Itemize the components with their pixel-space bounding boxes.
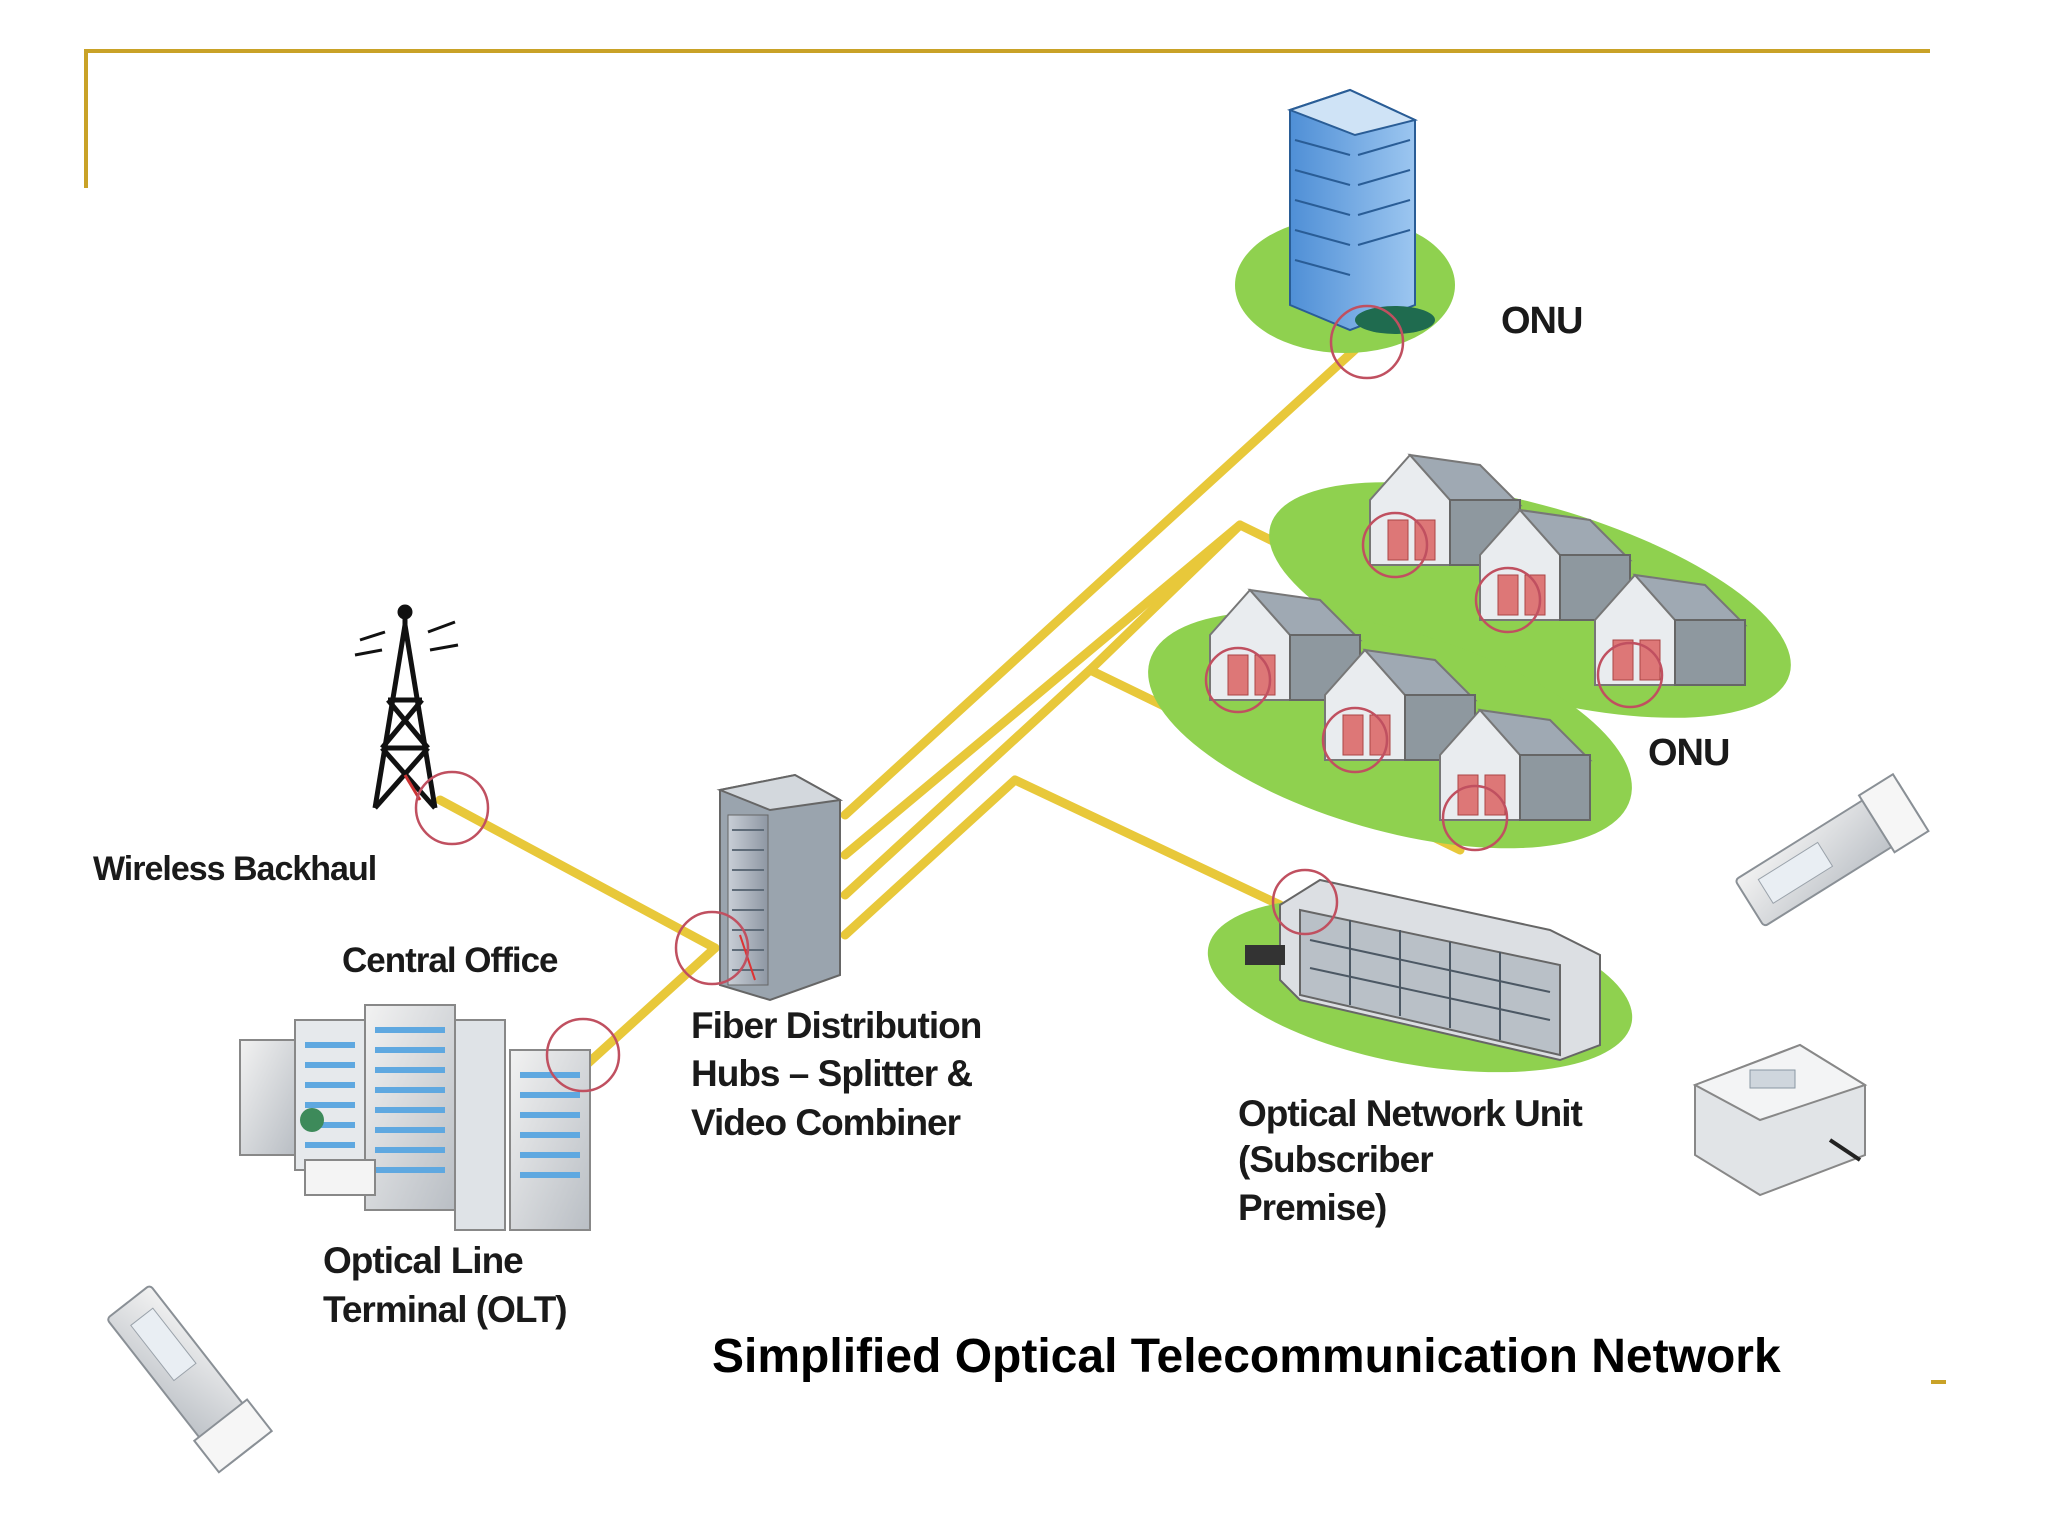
fiber-olt-hub — [570, 943, 720, 1080]
label-hub-line3: Video Combiner — [691, 1102, 961, 1143]
label-onu-unit-line1: Optical Network Unit — [1238, 1093, 1583, 1134]
fiber-lines — [435, 340, 1605, 1080]
label-olt-line2: Terminal (OLT) — [323, 1289, 567, 1330]
apartment-icon — [1207, 878, 1633, 1073]
label-onu-unit-line2: (Subscriber — [1238, 1139, 1433, 1180]
central-office-icon — [239, 1004, 591, 1231]
label-hub-line2: Hubs – Splitter & — [691, 1053, 972, 1094]
fiber-hub-apartment — [840, 775, 1285, 940]
cell-tower-icon — [354, 604, 459, 810]
sfp-transceiver-icon — [107, 1285, 274, 1474]
office-building-icon — [1235, 88, 1455, 353]
slide-frame — [84, 49, 1946, 1384]
distribution-hub-icon — [716, 773, 844, 1002]
house-icon — [1594, 573, 1748, 686]
sfp-transceiver-icon — [1735, 772, 1930, 927]
fiber-tower-hub — [435, 795, 720, 953]
house-icon — [1439, 708, 1593, 821]
label-onu-mid: ONU — [1648, 732, 1729, 774]
label-hub-line1: Fiber Distribution — [691, 1005, 981, 1046]
fiber-hub-onu-top — [840, 340, 1365, 820]
onu-box-icon — [1692, 1043, 1868, 1197]
diagram-caption: Simplified Optical Telecommunication Net… — [712, 1330, 1781, 1383]
label-wireless-backhaul: Wireless Backhaul — [93, 850, 376, 888]
connection-points — [414, 304, 1664, 1093]
label-onu-top: ONU — [1501, 300, 1582, 342]
label-olt-line1: Optical Line — [323, 1240, 523, 1281]
label-onu-unit-line3: Premise) — [1238, 1187, 1386, 1228]
label-central-office: Central Office — [342, 941, 558, 980]
